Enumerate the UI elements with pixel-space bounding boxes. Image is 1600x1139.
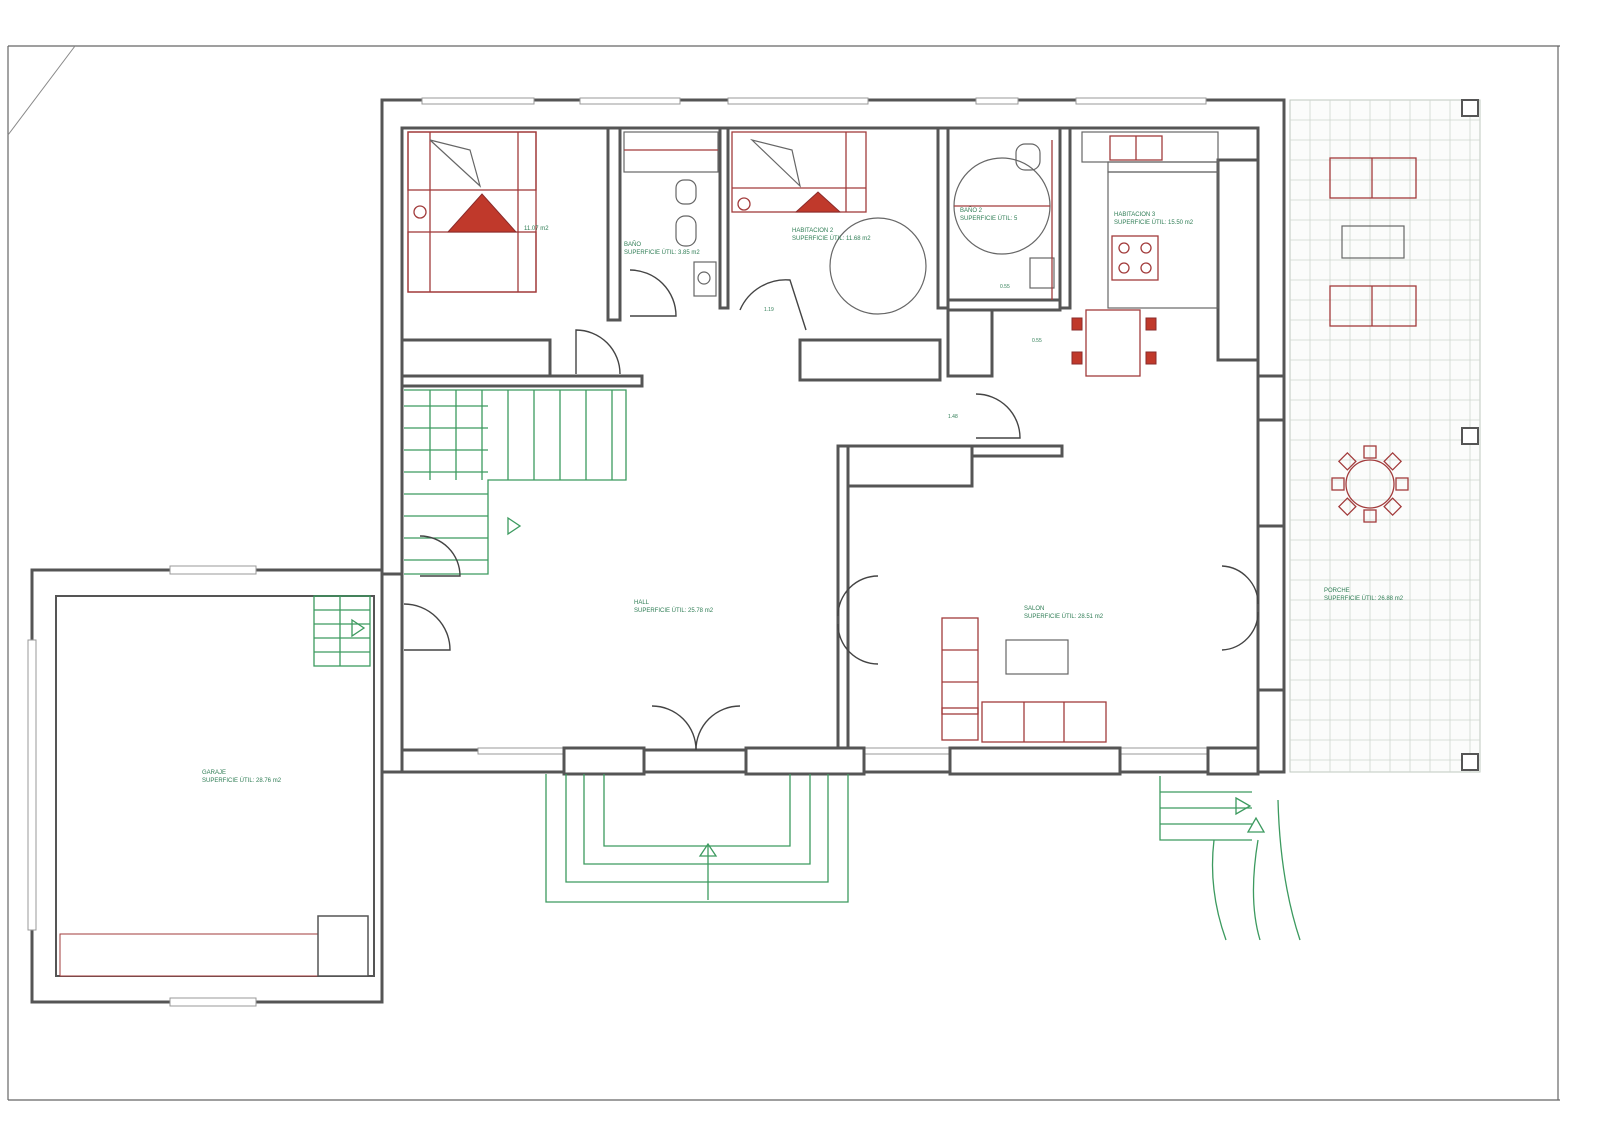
hab2-name: HABITACION 2 [792,228,834,234]
cocina-name: HABITACION 3 [1114,212,1156,218]
dining-chair [1363,445,1377,459]
bano2-area: SUPERFICIE ÚTIL: 5 [960,215,1018,222]
page-frame [7,45,1560,1101]
garage [27,565,384,1007]
outer-walls [380,97,1286,774]
hab2-area: SUPERFICIE ÚTIL: 11.68 m2 [792,235,871,242]
hall-area: SUPERFICIE ÚTIL: 25.78 m2 [634,607,714,614]
bedroom-1-furniture [407,131,537,293]
salon-name: SALON [1024,606,1044,612]
bano1-name: BAÑO [624,241,641,248]
bathroom-1-fixtures [623,131,719,297]
dining-chair [1395,477,1409,491]
salon-furniture [941,617,1107,743]
garaje-area: SUPERFICIE ÚTIL: 28.76 m2 [202,777,282,784]
bedroom-2-furniture [731,131,927,315]
dim-2: 0.55 [1000,284,1010,290]
dining-chair [1363,509,1377,523]
dim-4: 1.48 [948,414,958,420]
doors [403,269,1259,751]
dimensions: 1.19 0.55 0.55 1.48 [764,284,1042,420]
kitchen-fixtures [1071,131,1219,377]
side-steps [1159,776,1301,941]
bano2-name: BAÑO 2 [960,207,983,214]
porche-name: PORCHE [1324,588,1350,594]
interior-walls [400,126,1260,776]
dim-3: 0.55 [1032,338,1042,344]
dining-chair [1383,497,1403,517]
salon-area: SUPERFICIE ÚTIL: 28.51 m2 [1024,613,1104,620]
bathroom-2-fixtures [953,140,1055,300]
dormitorio-area: 11.07 m2 [524,226,549,232]
dining-chair [1337,451,1357,471]
entry-steps [545,774,849,903]
hall-name: HALL [634,600,650,606]
dim-1: 1.19 [764,307,774,313]
bano1-area: SUPERFICIE ÚTIL: 3.85 m2 [624,249,700,256]
garaje-name: GARAJE [202,770,226,776]
dining-chair [1331,477,1345,491]
porche-area: SUPERFICIE ÚTIL: 26.88 m2 [1324,595,1404,602]
dining-chair [1383,451,1403,471]
dining-chair [1337,497,1357,517]
stairs [313,389,627,667]
cocina-area: SUPERFICIE ÚTIL: 15.50 m2 [1114,219,1194,226]
room-labels: 11.07 m2 BAÑO SUPERFICIE ÚTIL: 3.85 m2 H… [202,207,1404,784]
porch-tile-grid [1289,99,1481,773]
porch-furniture [1329,99,1479,771]
